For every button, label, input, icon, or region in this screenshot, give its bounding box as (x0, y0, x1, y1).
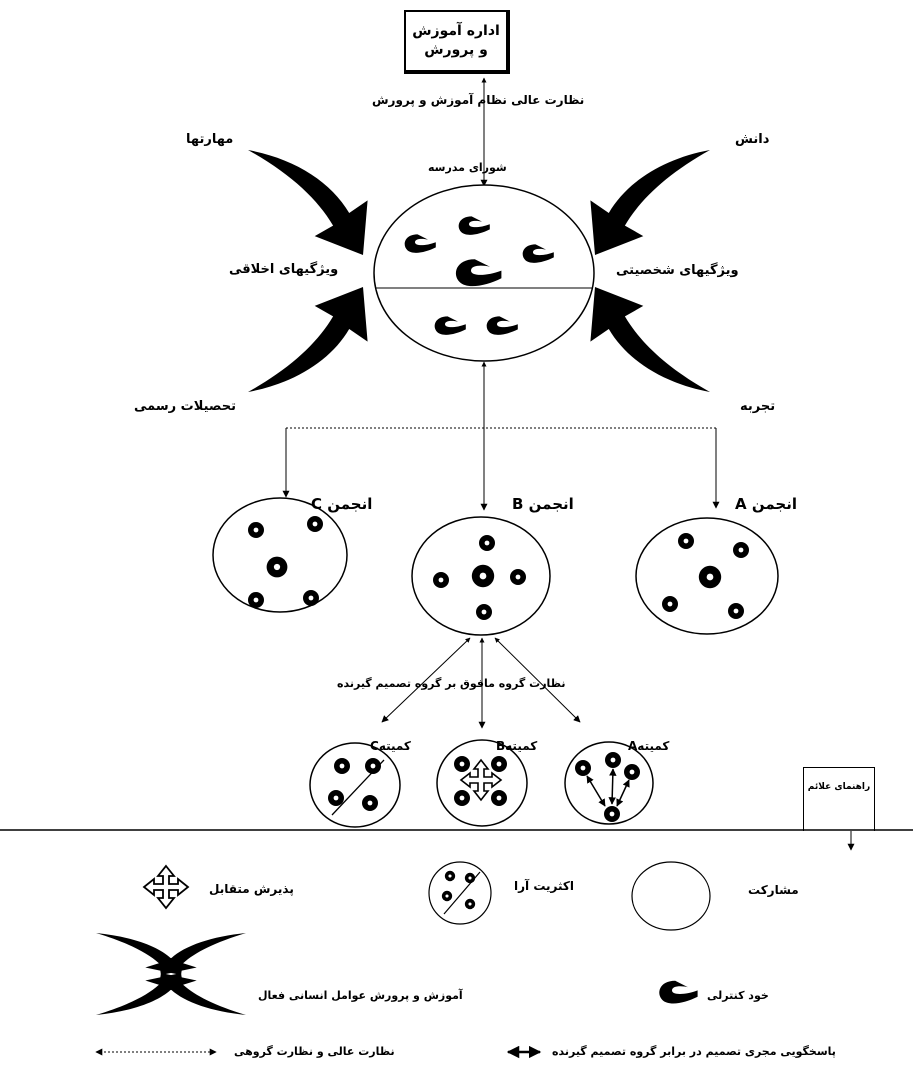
legend-majority-symbol (428, 861, 492, 925)
council-label: شورای مدرسه (428, 161, 507, 174)
committee-c-circle (309, 742, 401, 828)
legend-mutual-label: پذیرش متقابل (209, 882, 294, 896)
committee-a-label: کمیتهA (628, 739, 670, 753)
legend-majority-label: اکثریت آرا (514, 879, 574, 893)
experience-swoosh (590, 287, 710, 392)
school-council-circle (373, 184, 595, 362)
legend-mutual-symbol (142, 864, 190, 910)
committee-c-label: کمیتهC (370, 739, 411, 753)
education-department-line1: اداره آموزش (412, 23, 500, 40)
assoc-c-circle (212, 497, 348, 613)
legend-self-control-symbol (659, 980, 698, 1004)
skills-label: مهارتها (186, 132, 234, 147)
knowledge-swoosh (590, 150, 710, 255)
assoc-b-circle (411, 516, 551, 636)
supervision-top-label: نظارت عالی نظام آموزش و پرورش (372, 93, 585, 107)
legend-participation-symbol (631, 861, 711, 931)
committee-b-circle (436, 739, 528, 827)
legend-participation-label: مشارکت (748, 883, 799, 897)
personality-traits-label: ویژگیهای شخصیتی (616, 263, 739, 278)
education-swoosh (248, 287, 368, 392)
knowledge-label: دانش (735, 132, 770, 147)
education-department-box: اداره آموزش و پرورش (404, 10, 510, 74)
formal-education-label: تحصیلات رسمی (134, 399, 236, 414)
assoc-a-circle (635, 517, 779, 635)
assoc-a-label: انجمن A (735, 495, 797, 513)
b-to-committee-c-arrow (381, 637, 471, 723)
legend-accountability-label: پاسخگویی مجری تصمیم در برابر گروه تصمیم … (552, 1045, 836, 1058)
legend-self-control-label: خود کنترلی (707, 989, 769, 1002)
moral-traits-label: ویژگیهای اخلاقی (229, 262, 339, 277)
legend-guide-box: راهنمای علائم (803, 767, 875, 831)
legend-supervision-label: نظارت عالی و نظارت گروهی (234, 1045, 395, 1058)
experience-label: تجربه (740, 399, 776, 414)
assoc-c-label: انجمن C (311, 495, 373, 513)
supervision-mid-label: نظارت گروه مافوق بر گروه تصمیم گیرنده (337, 677, 566, 690)
committee-b-label: کمیتهB (496, 739, 538, 753)
committee-a-circle (564, 741, 654, 825)
legend-training-symbol (96, 933, 246, 1015)
b-to-committee-a-arrow (494, 637, 581, 723)
skills-swoosh (248, 150, 368, 255)
education-department-line2: و پرورش (424, 42, 488, 58)
legend-guide-label: راهنمای علائم (807, 782, 871, 792)
assoc-b-label: انجمن B (512, 495, 574, 513)
legend-training-label: آموزش و پرورش عوامل انسانی فعال (258, 989, 463, 1002)
